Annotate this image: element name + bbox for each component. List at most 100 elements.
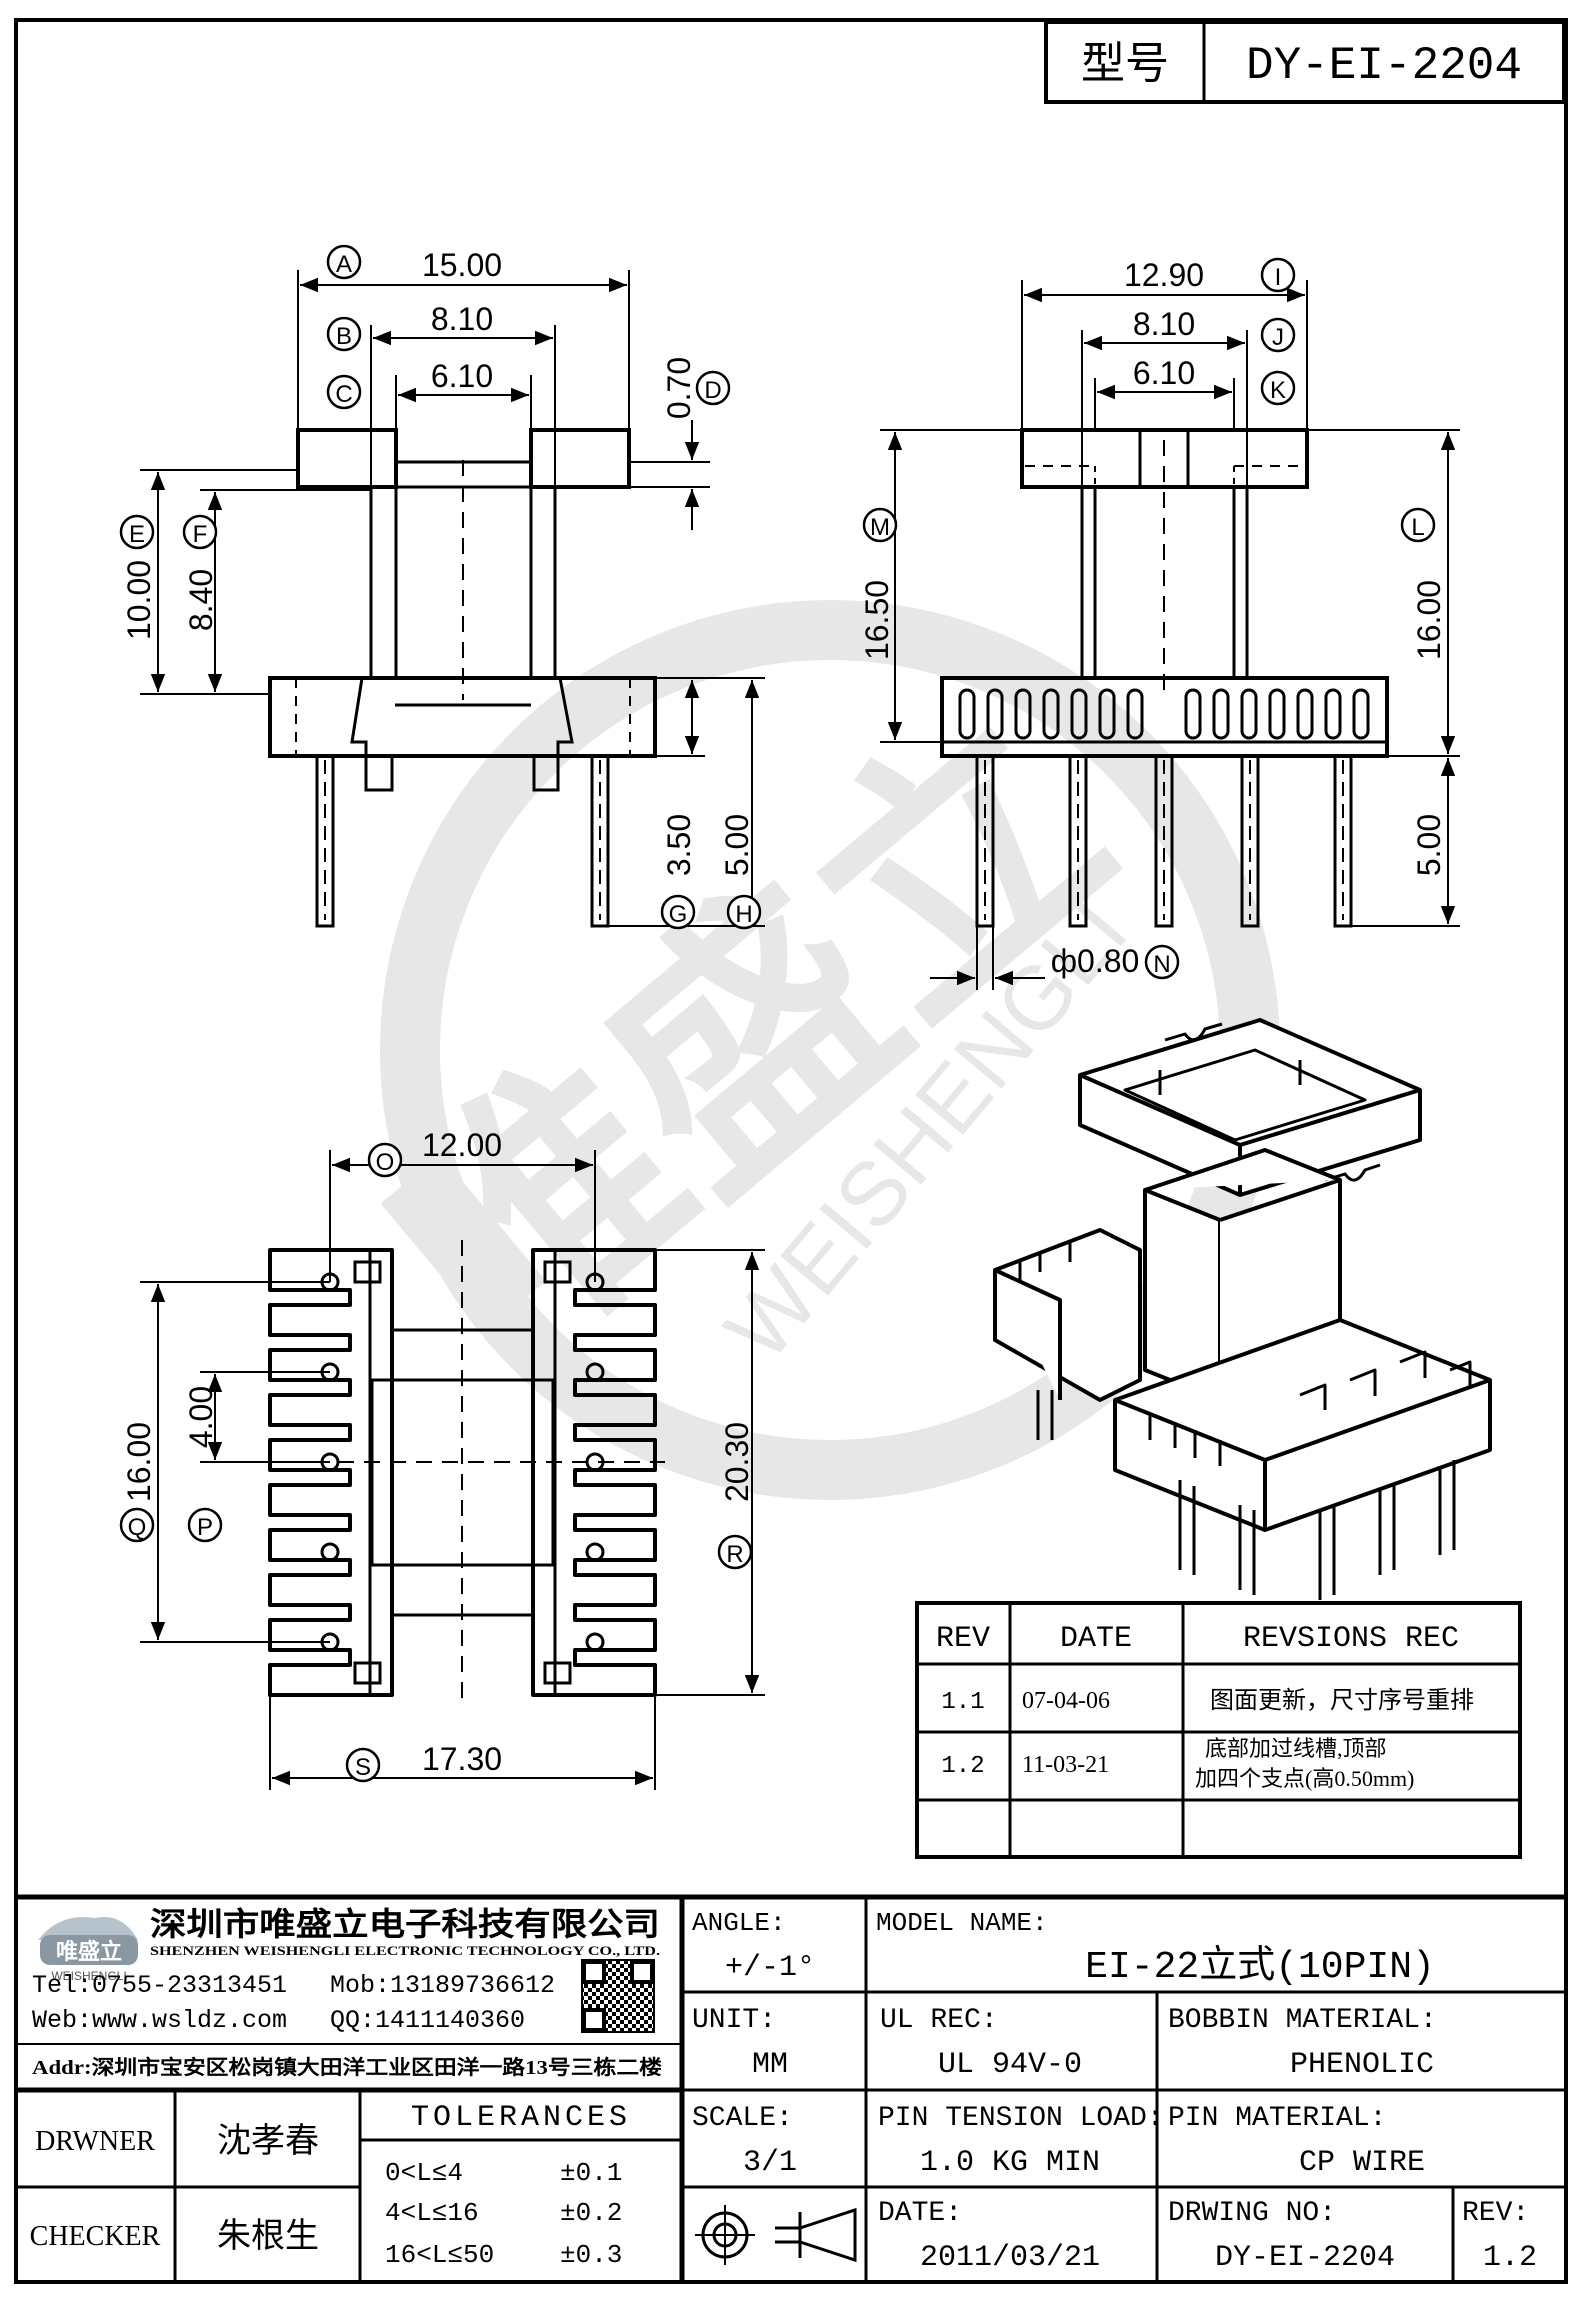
tolerances-label: TOLERANCES bbox=[411, 2101, 631, 2135]
revision-table: REV DATE REVSIONS REC 1.1 07-04-06 图面更新，… bbox=[915, 1601, 1522, 1859]
rev-row-2-rec-line2: 加四个支点(高0.50mm) bbox=[1195, 1766, 1414, 1791]
svg-text:S: S bbox=[355, 1754, 371, 1781]
rev-header-rec: REVSIONS REC bbox=[1243, 1622, 1459, 1656]
circle-label-p: P bbox=[187, 1507, 223, 1543]
company-qq: QQ:1411140360 bbox=[330, 2006, 525, 2035]
rev-row-2-rev: 1.2 bbox=[941, 1753, 984, 1780]
svg-text:J: J bbox=[1272, 324, 1284, 351]
side-view bbox=[940, 428, 1389, 928]
angle-label: ANGLE: bbox=[692, 1908, 786, 1938]
dim-r-value: 20.30 bbox=[719, 1422, 755, 1502]
svg-text:P: P bbox=[197, 1514, 213, 1541]
svg-text:E: E bbox=[129, 521, 145, 548]
svg-text:C: C bbox=[335, 381, 352, 408]
ul-rec-value: UL 94V-0 bbox=[938, 2048, 1082, 2082]
dim-q-value: 16.00 bbox=[121, 1422, 157, 1502]
svg-text:R: R bbox=[726, 1541, 743, 1568]
company-logo-cn: 唯盛立 bbox=[56, 1939, 122, 1964]
type-box: 型号 DY-EI-2204 bbox=[1044, 20, 1566, 104]
sheet-border bbox=[14, 18, 1568, 2284]
tolerance-range-1: 0<L≤4 bbox=[385, 2158, 463, 2188]
company-logo-en: WEISHENGLI bbox=[51, 1969, 126, 1983]
company-info: 唯盛立 WEISHENGLI 深圳市唯盛立电子科技有限公司 SHENZHEN W… bbox=[16, 1906, 682, 2079]
circle-label-k: K bbox=[1260, 370, 1296, 406]
company-name-cn: 深圳市唯盛立电子科技有限公司 bbox=[150, 1906, 660, 1942]
circle-label-l: L bbox=[1400, 507, 1436, 543]
circle-label-f: F bbox=[182, 514, 218, 550]
pin-tension-value: 1.0 KG MIN bbox=[920, 2146, 1100, 2180]
scale-label: SCALE: bbox=[692, 2103, 793, 2134]
bottom-view-dimensions bbox=[140, 1150, 765, 1790]
front-view bbox=[268, 428, 657, 928]
rev-header-date: DATE bbox=[1060, 1622, 1132, 1656]
svg-text:G: G bbox=[669, 901, 688, 928]
rev-row-1-rev: 1.1 bbox=[941, 1689, 984, 1716]
dim-p-value: 4.00 bbox=[183, 1386, 219, 1448]
rev-row-1-rec: 图面更新，尺寸序号重排 bbox=[1210, 1687, 1474, 1714]
dim-pin-length-value: 5.00 bbox=[1411, 814, 1447, 876]
company-mob: Mob:13189736612 bbox=[330, 1971, 555, 2000]
side-view-dimensions bbox=[880, 280, 1460, 990]
circle-label-o: O bbox=[367, 1142, 403, 1178]
angle-value: +/-1° bbox=[725, 1951, 815, 1985]
dim-i-value: 12.90 bbox=[1124, 257, 1204, 293]
circle-label-b: B bbox=[326, 316, 362, 352]
company-tel: Tel:0755-23313451 bbox=[32, 1971, 287, 2000]
circle-label-r: R bbox=[717, 1534, 753, 1570]
model-name-value: EI-22立式(10PIN) bbox=[1085, 1944, 1435, 1989]
dim-l-value: 16.00 bbox=[1411, 580, 1447, 660]
dim-e-value: 10.00 bbox=[121, 560, 157, 640]
qr-code bbox=[581, 1959, 655, 2033]
drawing-no-label: DRWING NO: bbox=[1168, 2198, 1336, 2229]
rev-row-2-rec-line1: 底部加过线槽,顶部 bbox=[1205, 1736, 1387, 1761]
drawing-no-value: DY-EI-2204 bbox=[1215, 2241, 1395, 2275]
tolerance-value-1: ±0.1 bbox=[560, 2158, 622, 2188]
svg-text:F: F bbox=[193, 521, 208, 548]
scale-value: 3/1 bbox=[743, 2146, 797, 2180]
unit-label: UNIT: bbox=[692, 2005, 776, 2036]
circle-label-m: M bbox=[862, 507, 898, 543]
circle-label-a: A bbox=[326, 244, 362, 280]
company-address: Addr:深圳市宝安区松岗镇大田洋工业区田洋一路13号三栋二楼 bbox=[32, 2055, 662, 2079]
dim-f-value: 8.40 bbox=[183, 569, 219, 631]
bottom-view-labels: 12.00 16.00 4.00 20.30 17.30 O Q P R S bbox=[119, 1127, 755, 1783]
checker-name: 朱根生 bbox=[217, 2217, 319, 2255]
type-label: 型号 bbox=[1081, 39, 1169, 88]
side-view-labels: 12.90 8.10 6.10 16.50 16.00 5.00 ф0.80 I… bbox=[859, 257, 1447, 980]
dim-o-value: 12.00 bbox=[422, 1127, 502, 1163]
dim-c-value: 6.10 bbox=[431, 358, 493, 394]
tolerance-range-2: 4<L≤16 bbox=[385, 2198, 479, 2228]
circle-label-d: D bbox=[695, 370, 731, 406]
front-view-labels: 15.00 8.10 6.10 0.70 10.00 8.40 3.50 5.0… bbox=[119, 244, 762, 930]
svg-text:B: B bbox=[336, 323, 352, 350]
dim-a-value: 15.00 bbox=[422, 247, 502, 283]
svg-text:I: I bbox=[1275, 264, 1282, 291]
rev-label: REV: bbox=[1462, 2198, 1529, 2229]
circle-label-g: G bbox=[660, 894, 696, 930]
rev-value: 1.2 bbox=[1483, 2241, 1537, 2275]
bobbin-material-value: PHENOLIC bbox=[1290, 2048, 1434, 2082]
company-logo: 唯盛立 WEISHENGLI bbox=[38, 1916, 138, 1983]
company-name-en: SHENZHEN WEISHENGLI ELECTRONIC TECHNOLOG… bbox=[150, 1943, 660, 1958]
projection-symbol bbox=[695, 2205, 857, 2265]
title-block bbox=[16, 1894, 1566, 2282]
dim-s-value: 17.30 bbox=[422, 1741, 502, 1777]
dim-k-value: 6.10 bbox=[1133, 355, 1195, 391]
circle-label-j: J bbox=[1260, 317, 1296, 353]
tolerance-range-3: 16<L≤50 bbox=[385, 2240, 494, 2270]
date-value: 2011/03/21 bbox=[920, 2241, 1100, 2275]
bobbin-material-label: BOBBIN MATERIAL: bbox=[1168, 2005, 1437, 2036]
type-value: DY-EI-2204 bbox=[1246, 40, 1522, 92]
pin-material-label: PIN MATERIAL: bbox=[1168, 2103, 1386, 2134]
title-block-text: ANGLE: +/-1° MODEL NAME: EI-22立式(10PIN) … bbox=[30, 1908, 1537, 2275]
pin-tension-label: PIN TENSION LOAD: bbox=[878, 2103, 1164, 2134]
pin-material-value: CP WIRE bbox=[1299, 2146, 1425, 2180]
drawer-name: 沈孝春 bbox=[217, 2122, 319, 2160]
company-web: Web:www.wsldz.com bbox=[32, 2006, 287, 2035]
circle-label-h: H bbox=[726, 894, 762, 930]
circle-label-e: E bbox=[119, 514, 155, 550]
dim-d-value: 0.70 bbox=[661, 357, 697, 419]
svg-text:O: O bbox=[376, 1149, 395, 1176]
isometric-view bbox=[993, 1018, 1492, 1600]
